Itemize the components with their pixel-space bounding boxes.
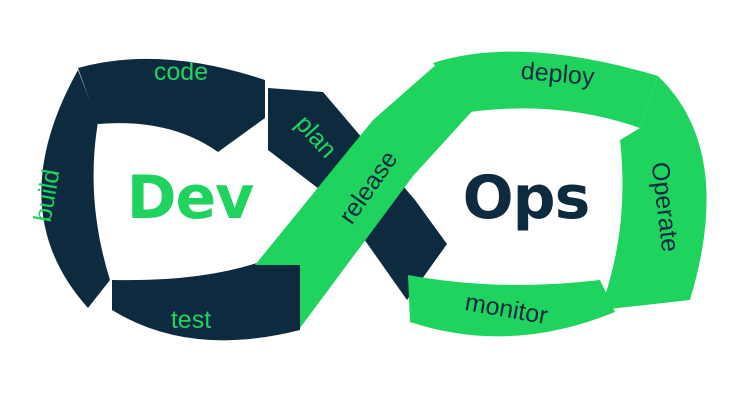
center-label-ops: Ops bbox=[463, 163, 590, 233]
build-segment bbox=[41, 70, 110, 308]
center-label-dev: Dev bbox=[127, 163, 254, 233]
deploy-segment bbox=[433, 51, 658, 128]
code-segment bbox=[78, 58, 265, 152]
stage-label-test: test bbox=[171, 306, 211, 334]
stage-label-deploy: deploy bbox=[520, 57, 596, 91]
stage-label-code: code bbox=[154, 58, 208, 86]
test-segment bbox=[112, 262, 300, 341]
release-segment bbox=[255, 63, 475, 328]
operate-segment bbox=[600, 76, 707, 310]
monitor-segment bbox=[408, 275, 615, 337]
ops-loop bbox=[255, 51, 707, 337]
